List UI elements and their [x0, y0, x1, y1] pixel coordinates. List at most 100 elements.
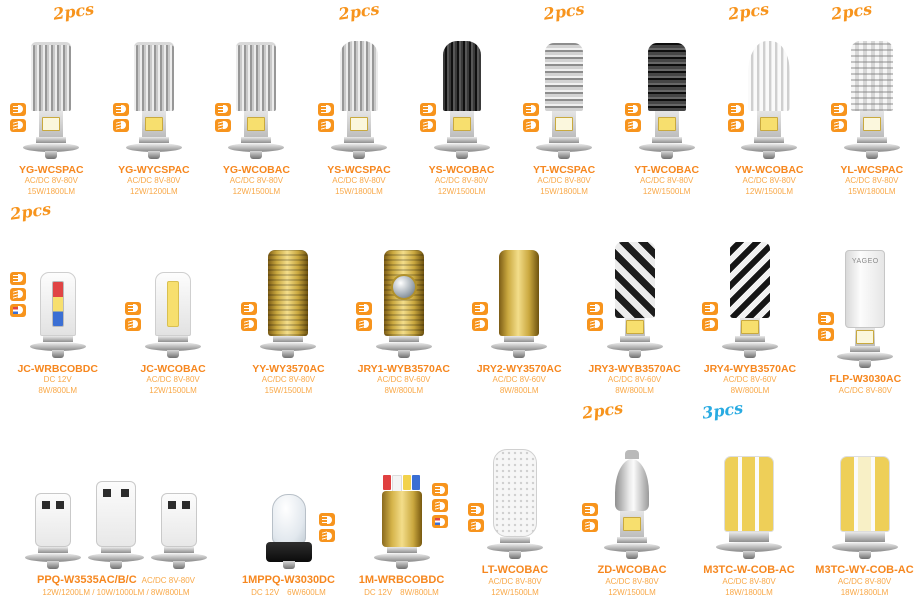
beam-icon-group: [317, 102, 334, 132]
beam-icon-group: [471, 301, 488, 331]
high-beam-icon: [240, 301, 257, 315]
led-holder: [449, 110, 474, 137]
bulb-pins: [282, 349, 295, 358]
led-chip: [144, 116, 163, 131]
bulb-pins: [743, 551, 755, 560]
product-voltage: AC/DC 8V-80V: [141, 576, 195, 586]
led-holder: [346, 110, 371, 137]
product-card: 2pcs YW-WCOBAC AC/DC 8V-80V 12W/1500LM: [718, 0, 821, 200]
product-image: [513, 0, 616, 164]
led-bulb: [606, 241, 663, 358]
led-bulb: [265, 494, 312, 570]
product-card: 1M-WRBCOBDC DC 12V 8W/800LM: [345, 399, 458, 601]
bulb-collar: [241, 136, 272, 143]
product-image: [0, 399, 232, 574]
product-name: JRY2-WY3570AC: [476, 362, 562, 375]
low-beam-icon: [582, 519, 598, 533]
bulb-pins: [858, 551, 871, 560]
bulb-collar: [38, 547, 68, 554]
triple-led-body: [724, 456, 774, 533]
product-image: [410, 0, 513, 164]
bulb-collar: [388, 335, 419, 342]
product-voltage: AC/DC 8V-80V: [537, 176, 591, 186]
product-power: 12W/1500LM: [745, 186, 794, 196]
low-beam-icon: [317, 118, 334, 132]
beam-icon-group: [702, 301, 719, 331]
led-bulb: [228, 41, 285, 159]
bulb-collar: [729, 532, 769, 543]
bulb-pins: [397, 349, 410, 358]
bulb-flange: [487, 543, 543, 553]
product-image: [232, 399, 345, 574]
led-bulb: [373, 475, 430, 570]
product-power: 12W/1500LM: [608, 587, 656, 597]
heatsink-fins: [442, 40, 481, 111]
led-holder: [859, 110, 884, 137]
led-chip: [349, 116, 368, 131]
bulb-collar: [844, 532, 885, 543]
bulb-flange: [491, 341, 548, 351]
product-voltage: AC/DC 8V-80V: [24, 176, 78, 186]
bulb-pins: [395, 561, 408, 570]
bulb-flange: [29, 341, 86, 351]
product-power: 15W/1800LM: [540, 186, 588, 196]
product-name: JRY3-WYB3570AC: [588, 362, 681, 375]
bulb-flange: [88, 553, 144, 563]
white-body: YAGEO: [845, 250, 886, 329]
low-beam-icon: [817, 328, 834, 342]
beam-icon-group: [10, 271, 26, 317]
product-card: YG-WCOBAC AC/DC 8V-80V 12W/1500LM: [205, 0, 308, 200]
bulb-collar: [273, 335, 304, 342]
high-beam-icon: [522, 102, 539, 116]
chevron-heatsink: [729, 241, 770, 318]
high-beam-icon: [468, 503, 484, 517]
high-beam-icon: [432, 483, 448, 497]
product-power: 15W/1500LM: [264, 385, 313, 395]
low-beam-icon: [319, 529, 335, 543]
bulb-flange: [604, 543, 660, 553]
product-image: [577, 200, 692, 363]
product-voltage: AC/DC 8V-80V: [488, 577, 542, 587]
high-beam-icon: [319, 513, 335, 527]
product-card: 2pcs YT-WCSPAC AC/DC 8V-80V 15W/1800LM: [513, 0, 616, 200]
product-image: [718, 0, 821, 164]
bulb-pins: [282, 561, 295, 570]
product-image: [615, 0, 718, 164]
beam-icon-group: [625, 102, 642, 132]
bulb-collar: [617, 537, 647, 544]
product-card: 3pcs M3TC-W-COB-AC AC/DC 8V-80V 18W/1800…: [692, 398, 806, 601]
beam-icon-group: [586, 301, 603, 331]
product-voltage: AC/DC 8V-60V: [607, 375, 662, 385]
product-power: 12W/1500LM: [232, 186, 281, 196]
led-bulb: [29, 271, 86, 358]
led-holder: [855, 328, 876, 347]
product-voltage: AC/DC 8V-80V: [261, 375, 316, 385]
led-bulb-trio: [25, 481, 207, 570]
led-chip: [760, 116, 779, 131]
product-name: YG-WYCSPAC: [118, 163, 190, 176]
led-bulb: YAGEO: [837, 250, 894, 369]
product-name: YL-WCSPAC: [840, 163, 904, 176]
product-name: YT-WCOBAC: [634, 163, 700, 176]
beam-icon-group: [215, 102, 232, 132]
product-card: M3TC-WY-COB-AC AC/DC 8V-80V 18W/1800LM: [806, 399, 923, 601]
low-beam-icon: [586, 317, 603, 331]
product-image: [692, 399, 806, 564]
beam-icon-group: [240, 301, 257, 331]
product-image: [692, 200, 807, 363]
glass-dome: [271, 494, 306, 545]
product-power: 8W/800LM: [499, 385, 539, 395]
rgb-led-strips: [383, 475, 420, 493]
product-image: [346, 200, 461, 363]
led-holder: [624, 317, 645, 336]
product-name: 1MPPQ-W3030DC: [242, 574, 335, 587]
bulb-collar: [651, 136, 682, 143]
bulb-flange: [151, 553, 207, 563]
product-power: 6W/600LM: [287, 587, 326, 597]
bulb-pins: [147, 150, 160, 159]
led-bulb: [536, 42, 593, 159]
high-beam-icon: [317, 102, 334, 116]
product-power: 12W/1500LM: [149, 385, 197, 395]
bulb-collar: [850, 346, 881, 353]
product-name: ZD-WCOBAC: [597, 564, 667, 577]
